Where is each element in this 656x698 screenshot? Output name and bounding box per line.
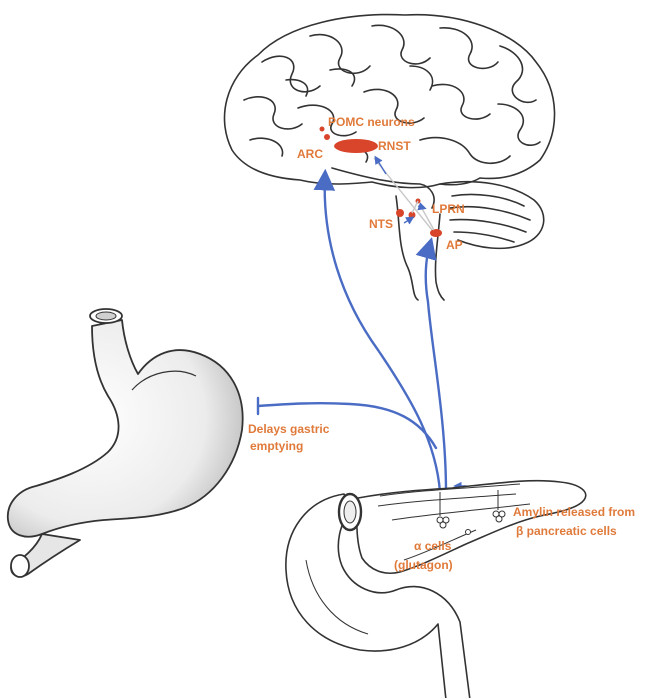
label-alpha-line1: α cells [414,539,452,553]
labels: POMC neurons ARC RNST LPRN NTS AP Delays… [248,115,635,572]
pancreas [285,479,587,698]
label-arc: ARC [297,147,323,161]
brain [223,13,556,301]
label-pomc-neurons: POMC neurons [328,115,415,129]
pathway-to-ap [415,237,448,494]
rnst-nucleus [334,139,378,153]
pylorus-opening [10,554,30,578]
pathway-to-stomach [256,401,438,450]
pomc-dot [319,126,325,132]
islet-cells [436,510,506,535]
label-ap: AP [446,238,463,252]
pathway-to-arc [313,168,442,494]
label-alpha-line2: (glutagon) [394,558,453,572]
stomach [6,308,244,578]
label-rnst: RNST [378,139,411,153]
label-delays-line2: emptying [250,439,303,453]
arc-nucleus-dot [324,134,330,140]
brain-arrows [374,155,427,225]
label-delays-line1: Delays gastric [248,422,330,436]
nts-dot-1 [396,209,404,217]
label-nts: NTS [369,217,393,231]
label-amylin-line2: β pancreatic cells [516,524,617,538]
label-amylin-line1: Amylin released from [513,505,635,519]
ap-nucleus [430,229,442,237]
label-lprn: LPRN [432,202,465,216]
